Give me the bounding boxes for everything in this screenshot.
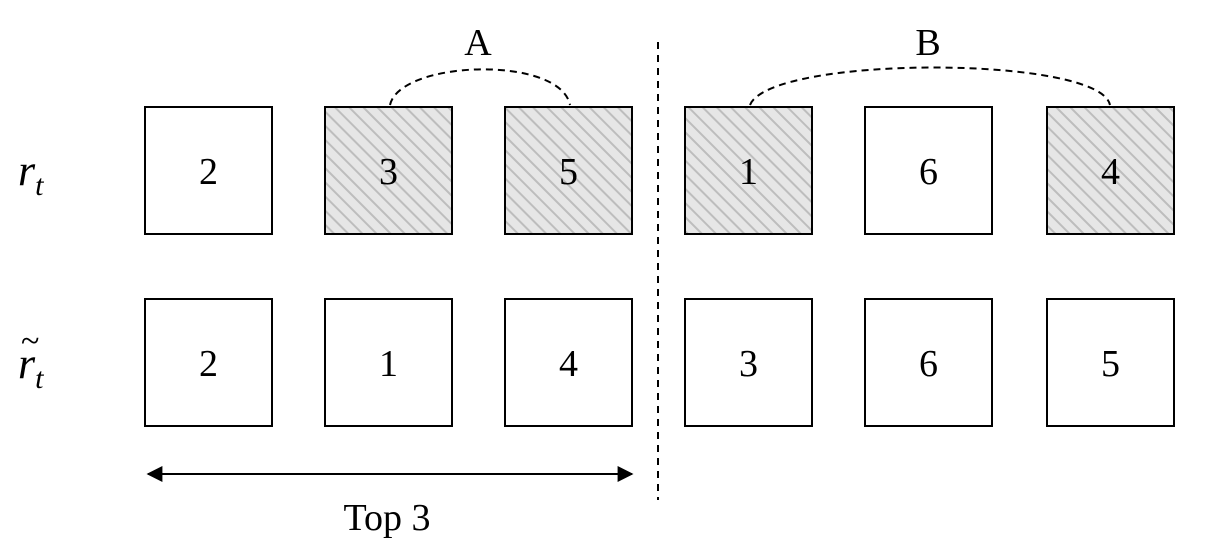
cell-box <box>144 106 273 235</box>
cell-value: 5 <box>1101 343 1120 385</box>
cell-value: 3 <box>379 151 398 193</box>
tilde-accent: ~ <box>21 323 39 360</box>
cell-box <box>684 298 813 427</box>
cell-value: 2 <box>199 343 218 385</box>
cell-box-hatched <box>504 106 633 235</box>
cell-box <box>864 106 993 235</box>
cell-box <box>324 298 453 427</box>
cell-box-hatched <box>684 106 813 235</box>
cell-box <box>864 298 993 427</box>
row-label-r-tilde-t: rt <box>18 339 44 395</box>
row-r-tilde-t: 2 1 4 3 6 5 <box>144 298 1175 427</box>
cell-value: 1 <box>379 343 398 385</box>
cell-box-hatched <box>1046 106 1175 235</box>
cell-value: 4 <box>559 343 578 385</box>
cell-value: 5 <box>559 151 578 193</box>
group-a-label: A <box>464 22 492 64</box>
cell-value: 4 <box>1101 151 1120 193</box>
cell-box <box>1046 298 1175 427</box>
cell-value: 3 <box>739 343 758 385</box>
cell-value: 1 <box>739 151 758 193</box>
group-b-label: B <box>915 22 940 64</box>
cell-value: 6 <box>919 151 938 193</box>
cell-box <box>144 298 273 427</box>
group-b-arc <box>749 66 1111 106</box>
cell-box <box>504 298 633 427</box>
cell-value: 2 <box>199 151 218 193</box>
cell-box-hatched <box>324 106 453 235</box>
row-label-r-t: rt <box>18 146 44 202</box>
caption-top-3: Top 3 <box>343 497 430 539</box>
group-a-arc <box>389 68 571 106</box>
cell-value: 6 <box>919 343 938 385</box>
row-r-t: 2 3 5 1 6 4 <box>144 106 1175 235</box>
